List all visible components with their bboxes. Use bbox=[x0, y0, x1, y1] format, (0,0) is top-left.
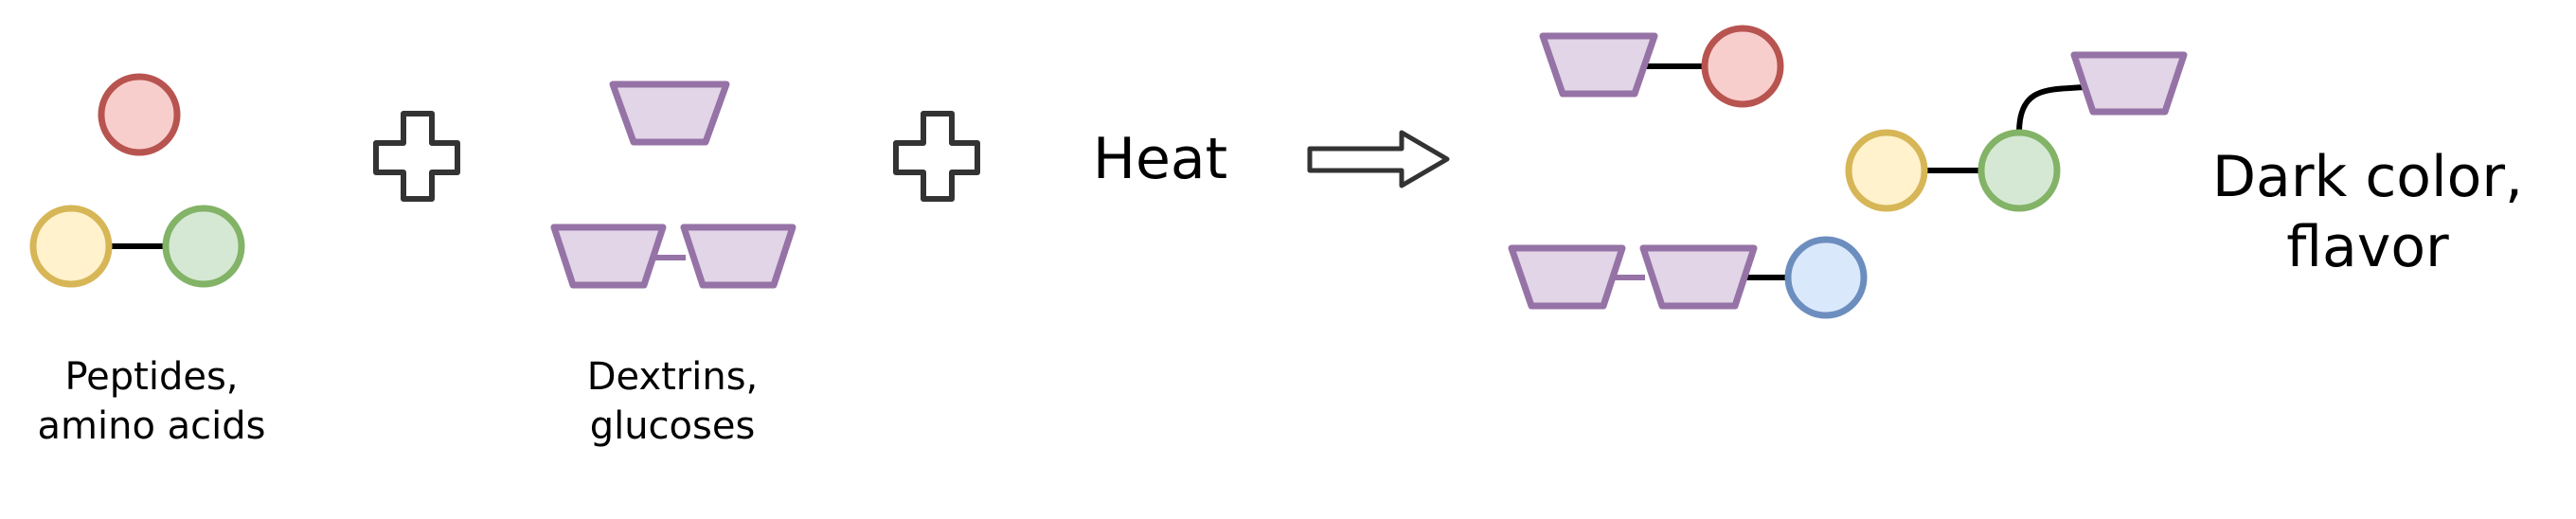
glucose-unit bbox=[550, 224, 667, 289]
right-arrow-icon bbox=[1307, 130, 1450, 188]
glucose-unit bbox=[1539, 32, 1658, 98]
amino-acid-red bbox=[1701, 25, 1784, 108]
peptides-label: Peptides, amino acids bbox=[9, 352, 294, 451]
products-group bbox=[1508, 25, 2188, 319]
glucose-unit bbox=[1508, 244, 1626, 310]
result-label-line2: flavor bbox=[2286, 214, 2449, 280]
result-label-line1: Dark color, bbox=[2211, 144, 2524, 210]
amino-acid-blue bbox=[1784, 236, 1868, 319]
glucose-unit bbox=[609, 81, 730, 146]
glucose-unit bbox=[1639, 244, 1758, 310]
heat-label: Heat bbox=[1051, 124, 1269, 194]
plus-icon bbox=[373, 111, 460, 202]
plus-icon bbox=[893, 111, 980, 202]
peptides-group bbox=[29, 73, 245, 288]
amino-acid-green bbox=[162, 205, 245, 288]
amino-acid-yellow bbox=[1845, 129, 1928, 212]
result-label: Dark color, flavor bbox=[2178, 142, 2557, 282]
peptides-label-line2: amino acids bbox=[37, 404, 266, 448]
glucose-unit bbox=[680, 224, 796, 289]
dextrins-label-line1: Dextrins, bbox=[586, 355, 759, 399]
amino-acid-red bbox=[98, 73, 181, 156]
dextrins-group bbox=[550, 81, 796, 289]
dextrins-label: Dextrins, glucoses bbox=[530, 352, 814, 451]
peptides-label-line1: Peptides, bbox=[64, 355, 239, 399]
heat-label-text: Heat bbox=[1092, 126, 1228, 192]
dextrins-label-line2: glucoses bbox=[589, 404, 756, 448]
glucose-unit bbox=[2070, 51, 2188, 116]
amino-acid-yellow bbox=[29, 205, 113, 288]
amino-acid-green bbox=[1977, 129, 2061, 212]
